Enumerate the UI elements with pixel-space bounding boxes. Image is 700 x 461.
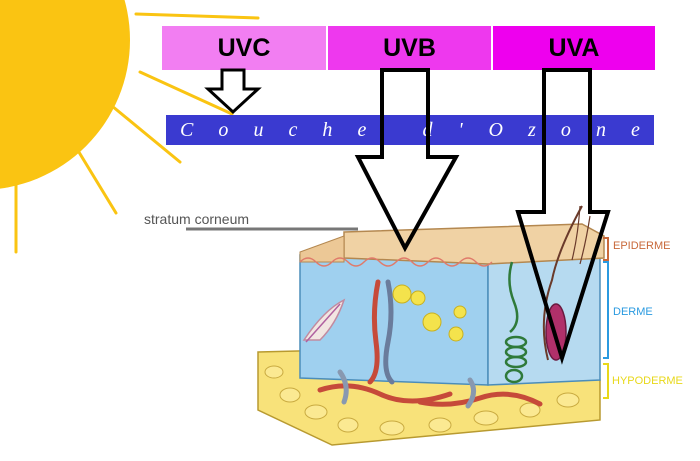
uvc-label: UVC [217, 33, 271, 62]
layer-brackets [603, 237, 609, 399]
fat-cells [264, 365, 580, 436]
derme-label: DERME [613, 306, 653, 318]
blood-vessels [317, 279, 543, 409]
ozone-letter: o [218, 118, 229, 141]
ozone-letter: ' [458, 118, 463, 141]
ozone-letter: C [180, 118, 194, 141]
sun-rays [14, 12, 260, 254]
epiderme-top [343, 223, 605, 265]
ozone-letter: O [488, 118, 503, 141]
uvc-arrow [204, 68, 262, 115]
ozone-letter: u [253, 118, 264, 141]
ozone-letter: e [630, 118, 640, 141]
uva-label: UVA [548, 33, 600, 62]
ozone-letter: o [560, 118, 571, 141]
sensory-receptors [392, 284, 467, 342]
uvc-box: UVC [162, 26, 326, 70]
uvb-label: UVB [383, 33, 436, 62]
epiderme-front-edge [299, 235, 345, 263]
dermal-papillae [299, 257, 493, 267]
stratum-corneum-label: stratum corneum [144, 211, 250, 227]
sun-icon [0, 0, 130, 189]
epiderme-label: EPIDERME [613, 240, 671, 252]
hair-strands [571, 205, 591, 265]
uvb-arrow [354, 68, 460, 253]
hypoderme-label: HYPODERME [612, 375, 683, 387]
uvb-box: UVB [328, 26, 491, 70]
ozone-letter: n [595, 118, 606, 141]
uva-arrow [515, 68, 611, 365]
ozone-letter: e [357, 118, 367, 141]
ozone-letter: c [288, 118, 298, 141]
uva-box: UVA [493, 26, 655, 70]
ozone-letter: h [322, 118, 333, 141]
sweat-gland [504, 261, 528, 384]
ozone-letter: z [528, 118, 536, 141]
